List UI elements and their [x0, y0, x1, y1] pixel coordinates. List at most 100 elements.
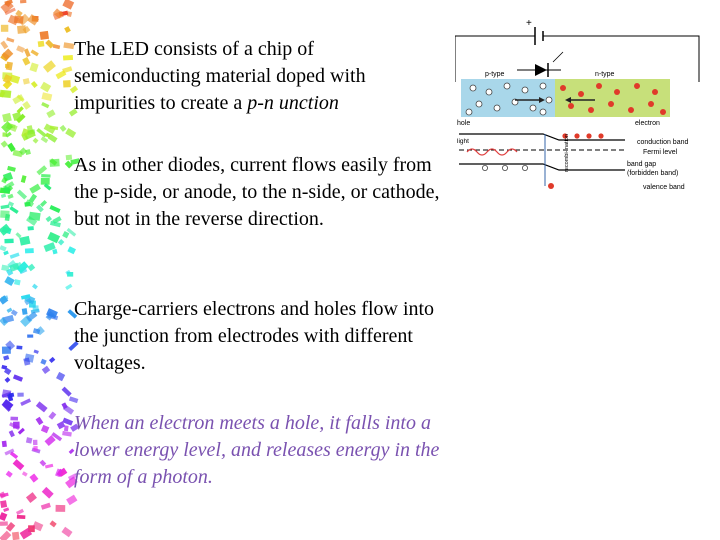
confetti-piece — [0, 500, 8, 508]
confetti-piece — [4, 213, 11, 222]
confetti-piece — [7, 201, 15, 207]
confetti-piece — [66, 11, 73, 18]
confetti-piece — [5, 340, 16, 351]
confetti-piece — [5, 131, 12, 138]
confetti-piece — [44, 435, 56, 447]
confetti-piece — [0, 24, 9, 32]
confetti-piece — [68, 108, 78, 117]
confetti-piece — [3, 355, 10, 361]
confetti-piece — [0, 512, 8, 522]
confetti-piece — [1, 295, 9, 301]
confetti-piece — [0, 530, 12, 540]
confetti-piece — [32, 137, 39, 144]
confetti-piece — [39, 459, 47, 467]
confetti-piece — [65, 283, 73, 291]
pn-junction-term: p-n unction — [247, 92, 339, 114]
confetti-piece — [16, 106, 24, 114]
confetti-piece — [48, 356, 56, 364]
n-region — [555, 79, 670, 117]
confetti-piece — [45, 39, 55, 49]
confetti-piece — [5, 470, 13, 478]
confetti-piece — [32, 305, 39, 311]
electron-label: electron — [635, 120, 660, 127]
confetti-piece — [40, 81, 52, 93]
confetti-piece — [67, 309, 78, 319]
confetti-piece — [67, 272, 74, 277]
confetti-piece — [62, 417, 74, 426]
confetti-piece — [27, 263, 36, 272]
confetti-piece — [2, 74, 13, 84]
confetti-piece — [63, 425, 69, 432]
confetti-piece — [19, 235, 31, 246]
holes — [465, 82, 553, 116]
confetti-piece — [41, 486, 54, 499]
confetti-piece — [66, 227, 77, 237]
confetti-piece — [35, 326, 45, 336]
confetti-piece — [9, 252, 20, 259]
confetti-piece — [41, 101, 50, 109]
confetti-piece — [43, 123, 56, 134]
confetti-piece — [40, 177, 50, 185]
confetti-piece — [17, 25, 27, 34]
confetti-piece — [40, 424, 50, 434]
confetti-piece — [69, 85, 79, 94]
confetti-piece — [32, 328, 41, 335]
confetti-piece — [26, 215, 38, 226]
confetti-piece — [32, 283, 38, 290]
confetti-piece — [56, 371, 66, 382]
fermi-level-label: Fermi level — [643, 149, 678, 156]
confetti-piece — [68, 396, 79, 404]
confetti-piece — [63, 80, 71, 88]
confetti-piece — [29, 183, 41, 194]
confetti-piece — [63, 42, 75, 50]
confetti-piece — [10, 416, 19, 421]
hole-label: hole — [457, 120, 470, 127]
confetti-piece — [64, 26, 71, 34]
confetti-piece — [4, 377, 11, 383]
light-arrow-icon — [552, 51, 564, 63]
confetti-piece — [8, 430, 15, 438]
confetti-piece — [61, 386, 72, 397]
confetti-piece — [36, 204, 44, 213]
confetti-piece — [2, 112, 12, 123]
confetti-piece — [61, 526, 73, 538]
confetti-piece — [6, 307, 13, 313]
confetti-piece — [40, 358, 47, 365]
confetti-piece — [1, 364, 8, 370]
confetti-piece — [4, 448, 15, 456]
confetti-piece — [62, 66, 73, 74]
confetti-piece — [43, 242, 56, 253]
confetti-piece — [9, 451, 19, 460]
confetti-piece — [32, 521, 44, 532]
confetti-piece — [3, 367, 12, 376]
confetti-piece — [68, 448, 75, 455]
confetti-piece — [16, 345, 23, 350]
confetti-piece — [23, 129, 36, 140]
confetti-piece — [55, 504, 66, 512]
confetti-piece — [14, 279, 21, 286]
confetti-piece — [27, 334, 34, 338]
conduction-band-label: conduction band — [637, 139, 688, 146]
confetti-piece — [43, 183, 52, 191]
confetti-piece — [33, 446, 38, 451]
confetti-piece — [48, 411, 57, 420]
confetti-piece — [47, 231, 61, 244]
confetti-piece — [0, 140, 8, 148]
confetti-piece — [27, 14, 40, 26]
p-type-label: p-type — [485, 71, 505, 78]
confetti-piece — [66, 494, 78, 506]
confetti-piece — [19, 0, 27, 4]
confetti-piece — [30, 80, 38, 88]
confetti-piece — [16, 45, 25, 53]
confetti-piece — [52, 44, 61, 50]
confetti-piece — [11, 531, 20, 540]
confetti-piece — [16, 94, 25, 103]
electron-flow-arrowhead — [565, 97, 571, 103]
confetti-piece — [7, 14, 19, 26]
confetti-piece — [59, 124, 67, 132]
confetti-decoration — [0, 0, 80, 540]
confetti-piece — [49, 158, 60, 167]
confetti-piece — [9, 262, 20, 272]
confetti-piece — [7, 142, 16, 152]
confetti-piece — [36, 165, 48, 176]
